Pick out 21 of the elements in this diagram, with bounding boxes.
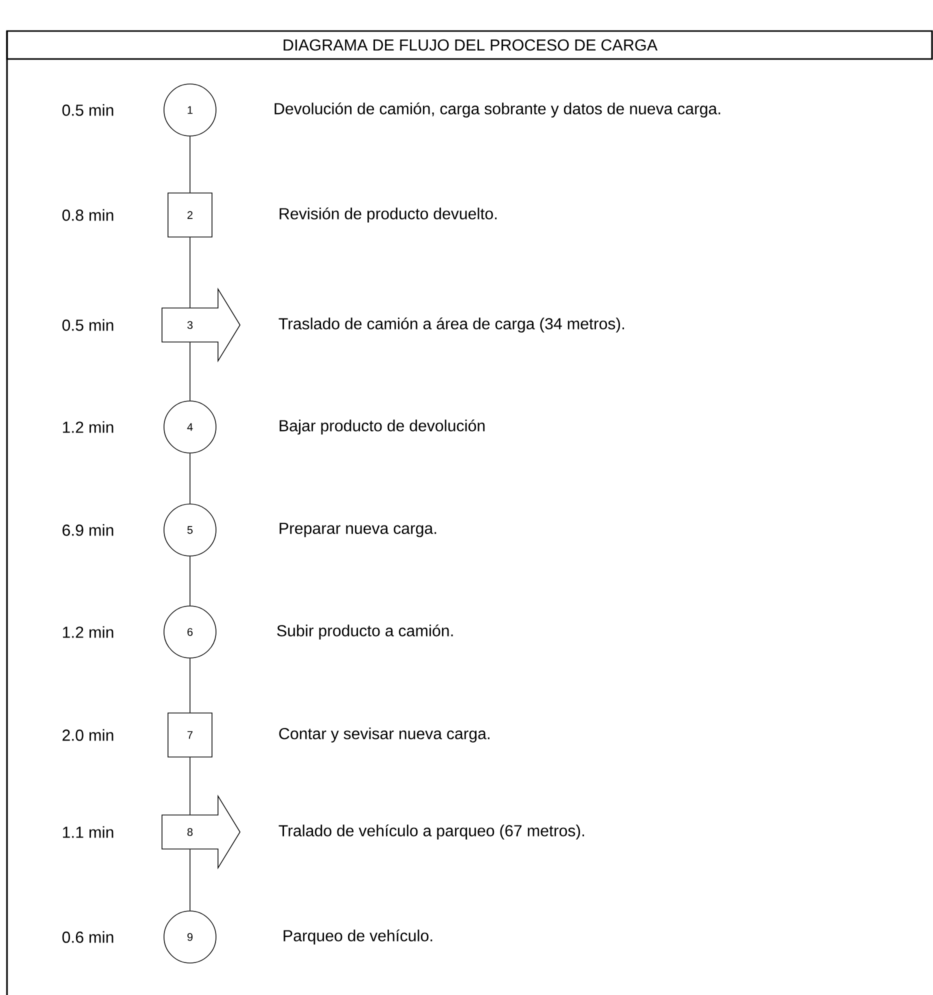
- time-label: 2.0 min: [62, 729, 114, 741]
- time-label: 0.5 min: [62, 104, 114, 116]
- step-description: Traslado de camión a área de carga (34 metros).: [278, 317, 624, 333]
- step-description: Devolución de camión, carga sobrante y datos de nueva carga.: [274, 102, 720, 118]
- step-description: Bajar producto de devolución: [280, 419, 485, 435]
- step-description: Preparar nueva carga.: [280, 522, 436, 538]
- time-label: 1.2 min: [63, 421, 114, 433]
- time-label: 0.8 min: [62, 209, 114, 221]
- step-description: Tralado de vehículo a parqueo (67 metros).: [278, 824, 584, 840]
- step-description: Parqueo de vehículo.: [284, 929, 432, 945]
- time-label: 6.9 min: [62, 524, 114, 536]
- title-bar: DIAGRAMA DE FLUJO DEL PROCESO DE CARGA: [6, 30, 933, 60]
- time-label: 0.5 min: [62, 319, 114, 331]
- time-label: 0.6 min: [62, 931, 114, 943]
- time-label: 1.2 min: [63, 626, 114, 638]
- step-description: Contar y sevisar nueva carga.: [279, 728, 490, 742]
- inspection-square: 7: [168, 712, 212, 758]
- step-description: Revisión de producto devuelto.: [280, 207, 497, 223]
- inspection-square: 2: [168, 192, 212, 238]
- step-description: Subir producto a camión.: [277, 624, 453, 640]
- time-label: 1.1 min: [63, 826, 114, 838]
